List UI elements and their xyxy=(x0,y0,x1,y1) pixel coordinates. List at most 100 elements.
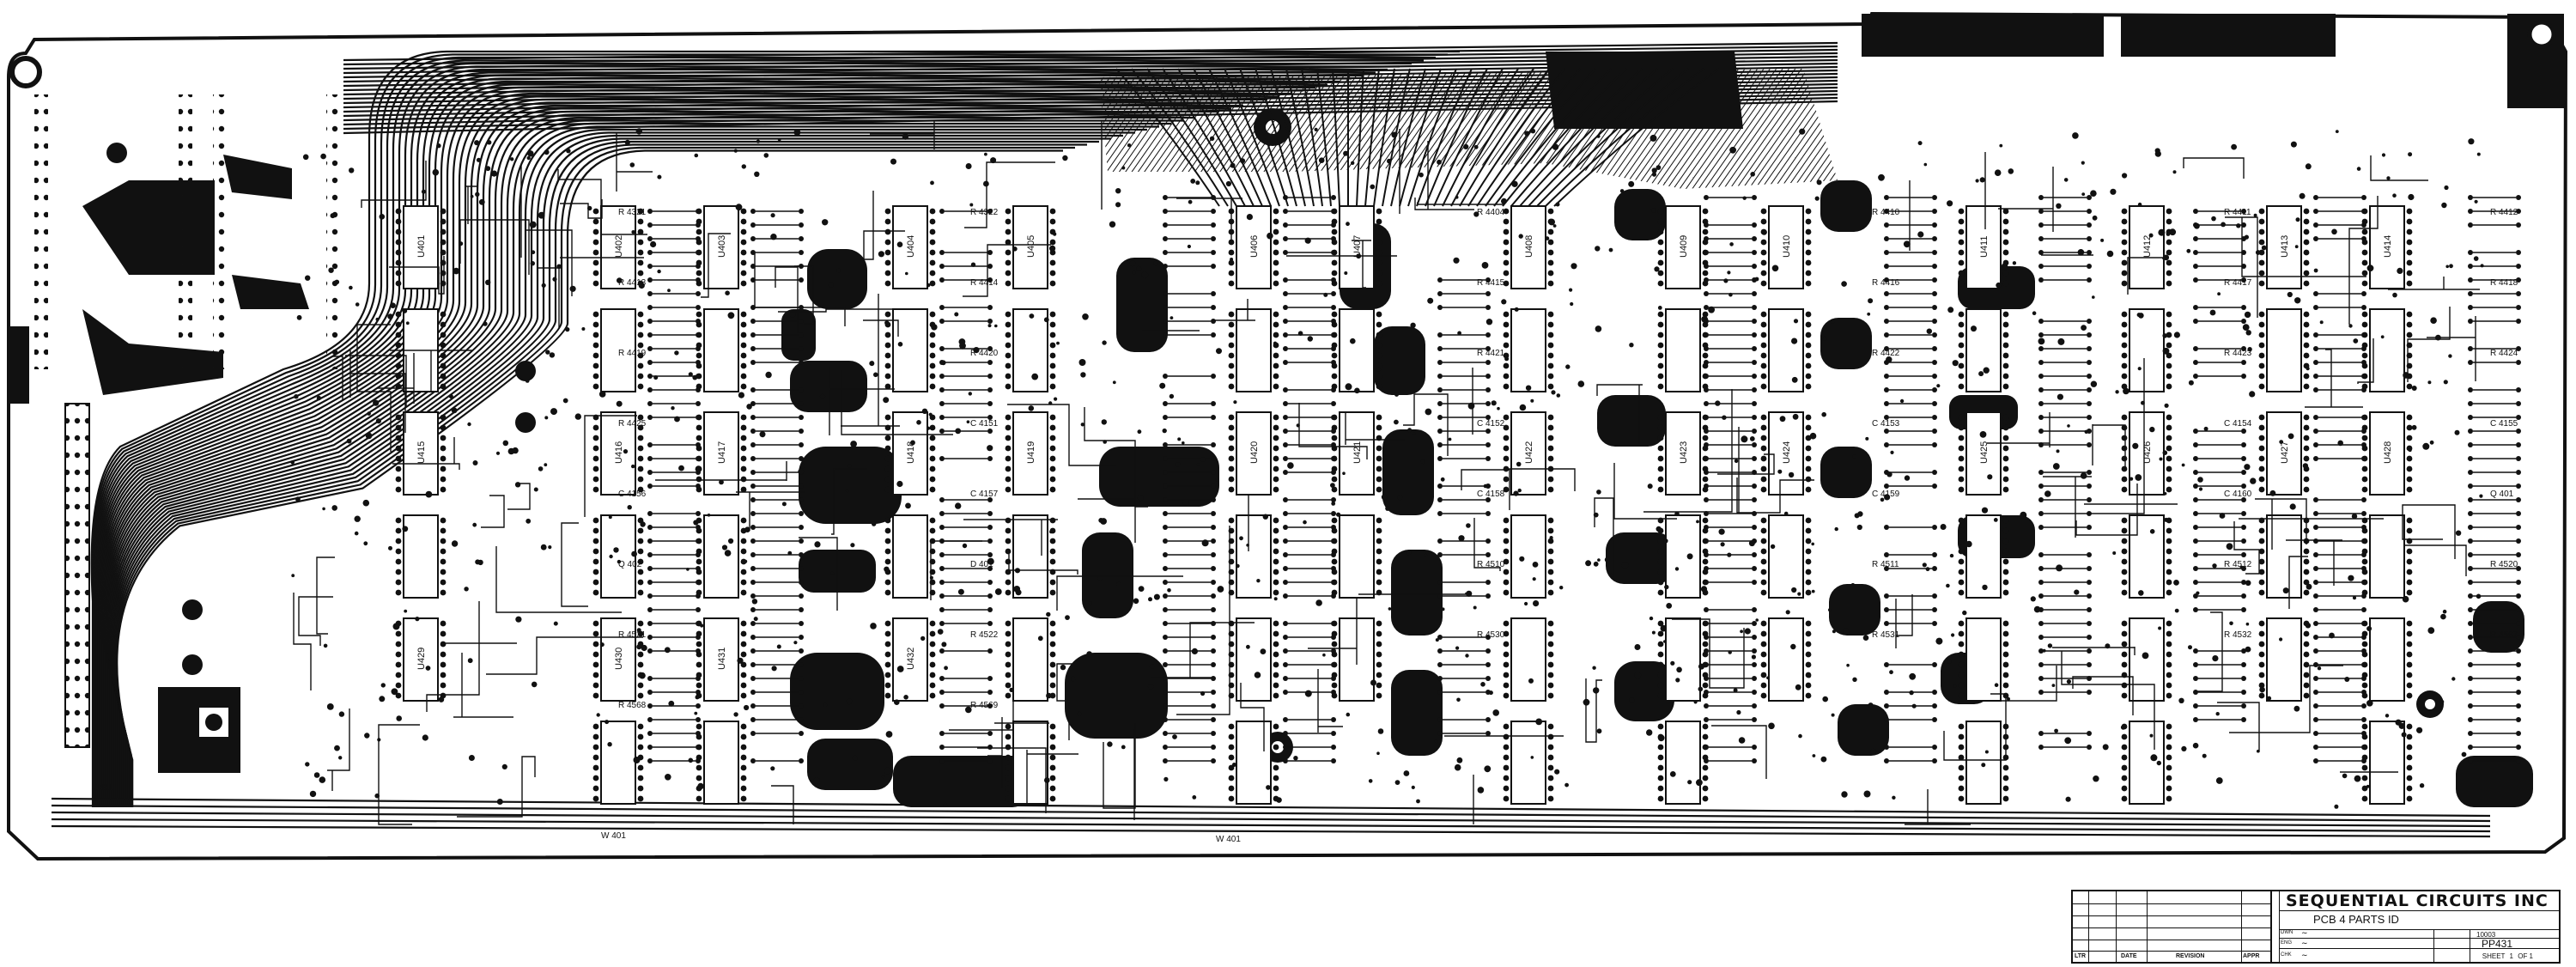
ic-reference: U403 xyxy=(717,235,727,258)
ic-reference: U415 xyxy=(416,441,427,464)
ic-reference: U428 xyxy=(2383,441,2393,464)
part-reference: C 4154 xyxy=(2224,419,2252,429)
ic-reference: U417 xyxy=(717,441,727,464)
part-reference: R 4415 xyxy=(1477,278,1505,288)
ic-reference: U429 xyxy=(416,648,427,670)
part-reference: R 4530 xyxy=(1477,630,1505,640)
part-reference: R 4531 xyxy=(1872,630,1900,640)
ic-reference: U413 xyxy=(2280,235,2290,258)
document-number: PP431 xyxy=(2482,938,2513,950)
board-label-w401: W 401 xyxy=(1216,835,1241,844)
ic-reference: U425 xyxy=(1979,441,1990,464)
via-field xyxy=(290,120,2484,825)
revision-table: LTR DATE REVISION APPR xyxy=(2073,891,2272,962)
ic-reference: U430 xyxy=(614,648,624,670)
part-reference: R 4411 xyxy=(2224,208,2251,217)
ic-reference: U411 xyxy=(1979,236,1990,258)
sheet-of: OF 1 xyxy=(2518,952,2533,960)
title-side-strip xyxy=(2272,891,2280,962)
part-reference: R 4424 xyxy=(2490,349,2518,358)
ic-reference: U418 xyxy=(906,441,916,464)
board-label-header: W 401 xyxy=(601,831,626,841)
part-reference: R 4569 xyxy=(970,701,999,710)
part-reference: R 4321 xyxy=(618,208,647,217)
ic-reference: U401 xyxy=(416,235,427,258)
part-reference: C 4156 xyxy=(618,490,647,499)
ic-reference: U422 xyxy=(1524,441,1534,464)
part-reference: C 4155 xyxy=(2490,419,2518,429)
dwn-signature: ~ xyxy=(2301,929,2308,938)
part-reference: C 4151 xyxy=(970,419,999,429)
part-reference: Q 402 xyxy=(618,560,642,569)
part-reference: R 4425 xyxy=(618,419,647,429)
ic-reference: U424 xyxy=(1782,441,1792,464)
ic-reference: U427 xyxy=(2280,441,2290,464)
dwn-label: DWN xyxy=(2281,930,2293,935)
trace-fan xyxy=(1115,68,1720,207)
ic-reference: U409 xyxy=(1679,235,1689,258)
ic-reference: U406 xyxy=(1249,235,1260,258)
ic-reference: U405 xyxy=(1026,235,1036,258)
part-reference: R 4417 xyxy=(2224,278,2252,288)
edge-connector xyxy=(64,403,240,773)
part-reference: R 4567 xyxy=(2490,630,2518,640)
board-text: W 401 W 401 J401 xyxy=(94,783,1241,844)
ic-reference: U414 xyxy=(2383,235,2393,258)
ic-reference: U432 xyxy=(906,648,916,670)
ic-reference: U416 xyxy=(614,441,624,464)
ic-reference: U426 xyxy=(2142,441,2153,464)
part-reference: D 401 xyxy=(970,560,993,569)
part-reference: C 4153 xyxy=(1872,419,1900,429)
part-reference: R 4413 xyxy=(618,278,647,288)
part-reference: R 4510 xyxy=(1477,560,1505,569)
sheet-label: SHEET xyxy=(2482,952,2506,960)
part-reference: C 4160 xyxy=(2224,490,2252,499)
ic-reference: U407 xyxy=(1352,235,1363,258)
eng-signature: ~ xyxy=(2301,940,2308,948)
part-reference: R 4418 xyxy=(2490,278,2518,288)
ic-reference: U421 xyxy=(1352,441,1363,464)
revision-label: REVISION xyxy=(2176,953,2205,959)
part-reference: R 4419 xyxy=(618,349,647,358)
part-reference: R 4422 xyxy=(1872,349,1900,358)
part-reference: R 4420 xyxy=(970,349,999,358)
part-reference: R 4322 xyxy=(970,208,999,217)
part-reference: Q 401 xyxy=(2490,490,2514,499)
part-number: 10003 xyxy=(2476,931,2496,939)
part-reference: R 4410 xyxy=(1872,208,1900,217)
ic-reference: U408 xyxy=(1524,235,1534,258)
part-reference: C 4159 xyxy=(1872,490,1900,499)
part-reference: R 4532 xyxy=(2224,630,2252,640)
part-reference: R 4520 xyxy=(2490,560,2518,569)
dwn-row: DWN ~ xyxy=(2279,929,2559,939)
eng-label: ENG xyxy=(2281,940,2293,946)
eng-row: ENG ~ xyxy=(2279,940,2559,949)
part-reference: C 4157 xyxy=(970,490,999,499)
ic-reference: U410 xyxy=(1782,235,1792,258)
sheet-value: 1 xyxy=(2509,952,2513,960)
sheet-info: SHEET 1 OF 1 xyxy=(2480,952,2533,960)
part-reference: R 4421 xyxy=(1477,349,1505,358)
appr-label: APPR xyxy=(2243,953,2260,959)
part-reference: R 4521 xyxy=(618,630,647,640)
company-name: SEQUENTIAL CIRCUITS INC xyxy=(2279,891,2559,911)
part-reference: R 4568 xyxy=(618,701,647,710)
part-reference: R 4414 xyxy=(970,278,999,288)
revision-table-header: LTR DATE REVISION APPR xyxy=(2073,951,2270,962)
ic-reference: U402 xyxy=(614,235,624,258)
title-block: LTR DATE REVISION APPR SEQUENTIAL CIRCUI… xyxy=(2071,890,2561,964)
ic-reference: U412 xyxy=(2142,235,2153,258)
part-reference: R 4423 xyxy=(2224,349,2252,358)
chk-signature: ~ xyxy=(2301,952,2308,960)
ic-reference: U431 xyxy=(717,648,727,670)
part-reference: R 4404 xyxy=(1477,208,1505,217)
ic-reference: U423 xyxy=(1679,441,1689,464)
rev-ltr-label: LTR xyxy=(2075,953,2087,959)
rev-date-label: DATE xyxy=(2121,953,2137,959)
part-reference: R 4522 xyxy=(970,630,999,640)
chk-label: CHK xyxy=(2281,952,2292,958)
left-module xyxy=(34,94,340,395)
